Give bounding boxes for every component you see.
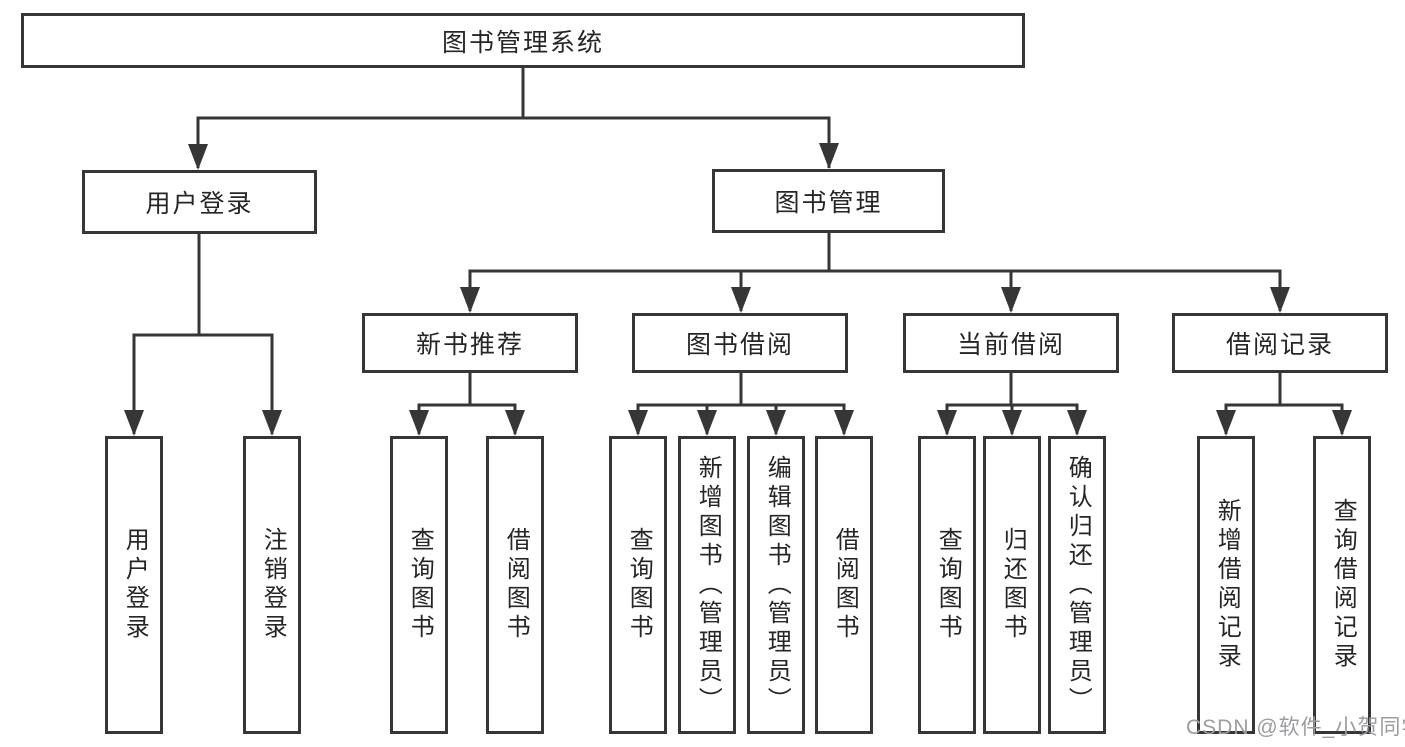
arrowhead-leaf-bb-add xyxy=(697,410,717,436)
node-borrowing-records: 借阅记录 xyxy=(1172,313,1388,373)
connector-borrow-rec-splitter xyxy=(1224,403,1344,434)
leaf-query-books: 查询图书 xyxy=(390,436,448,734)
node-label: 图书借阅 xyxy=(685,331,794,359)
leaf-borrow-books: 借阅图书 xyxy=(486,436,544,734)
arrowhead-leaf-bb-query xyxy=(628,410,648,436)
node-label: 借阅图书 xyxy=(831,527,859,643)
leaf-query-books: 查询图书 xyxy=(918,436,976,734)
leaf-add-borrow-record: 新增借阅记录 xyxy=(1197,436,1255,734)
connector-user-login-splitter xyxy=(132,333,274,434)
node-label: 确认归还（管理员） xyxy=(1064,454,1092,716)
node-book-borrowing: 图书借阅 xyxy=(632,313,848,373)
node-label: 查询图书 xyxy=(625,527,653,643)
arrowhead-leaf-br-query xyxy=(1332,410,1352,436)
arrowhead-leaf-nb-borrow xyxy=(505,410,525,436)
node-new-book-recommend: 新书推荐 xyxy=(362,313,578,373)
arrowhead-leaf-logout xyxy=(262,410,282,436)
arrowhead-leaf-cb-query xyxy=(937,410,957,436)
leaf-logout: 注销登录 xyxy=(243,436,301,734)
arrowhead-book-mgmt xyxy=(819,143,839,169)
node-label: 归还图书 xyxy=(999,527,1027,643)
node-label: 当前借阅 xyxy=(956,331,1065,359)
node-label: 图书管理系统 xyxy=(441,28,604,57)
arrowhead-cur-borrow xyxy=(1001,287,1021,313)
leaf-confirm-return-admin: 确认归还（管理员） xyxy=(1048,436,1106,734)
node-label: 新增借阅记录 xyxy=(1213,498,1241,672)
leaf-borrow-books: 借阅图书 xyxy=(815,436,873,734)
node-current-borrowing: 当前借阅 xyxy=(903,313,1119,373)
leaf-query-borrow-record: 查询借阅记录 xyxy=(1313,436,1371,734)
node-label: 借阅记录 xyxy=(1225,331,1334,359)
node-book-management: 图书管理 xyxy=(712,169,945,233)
node-label: 用户登录 xyxy=(145,190,254,218)
arrowhead-user-login xyxy=(188,144,208,170)
node-label: 编辑图书（管理员） xyxy=(763,454,791,716)
connector-book-mgmt-splitter xyxy=(468,269,1282,311)
leaf-query-books: 查询图书 xyxy=(609,436,667,734)
node-label: 注销登录 xyxy=(259,527,287,643)
node-label: 新增图书（管理员） xyxy=(694,454,722,716)
connector-root-splitter xyxy=(196,116,831,168)
leaf-edit-books-admin: 编辑图书（管理员） xyxy=(747,436,805,734)
arrowhead-leaf-br-add xyxy=(1216,410,1236,436)
arrowhead-new-book xyxy=(460,287,480,313)
leaf-user-login: 用户登录 xyxy=(105,436,163,734)
node-label: 图书管理 xyxy=(774,189,883,217)
arrowhead-leaf-user-login xyxy=(124,410,144,436)
arrowhead-leaf-bb-borrow xyxy=(834,410,854,436)
connector-new-book-splitter xyxy=(417,403,517,434)
node-label: 借阅图书 xyxy=(502,527,530,643)
arrowhead-leaf-cb-confirm xyxy=(1067,410,1087,436)
leaf-return-books: 归还图书 xyxy=(983,436,1041,734)
arrowhead-leaf-cb-return xyxy=(1002,410,1022,436)
node-label: 用户登录 xyxy=(121,527,149,643)
arrowhead-book-borrow xyxy=(731,287,751,313)
arrowhead-borrow-rec xyxy=(1270,287,1290,313)
connector-book-borrow-splitter xyxy=(636,403,846,434)
node-label: 查询借阅记录 xyxy=(1329,498,1357,672)
node-label: 查询图书 xyxy=(934,527,962,643)
arrowhead-leaf-bb-edit xyxy=(766,410,786,436)
node-user-login: 用户登录 xyxy=(82,170,317,234)
node-label: 新书推荐 xyxy=(415,331,524,359)
arrowhead-leaf-nb-query xyxy=(409,410,429,436)
node-label: 查询图书 xyxy=(406,527,434,643)
csdn-watermark: CSDN @软件_小贺同学 xyxy=(1186,716,1405,739)
node-library-management-system: 图书管理系统 xyxy=(21,13,1025,68)
leaf-add-books-admin: 新增图书（管理员） xyxy=(678,436,736,734)
